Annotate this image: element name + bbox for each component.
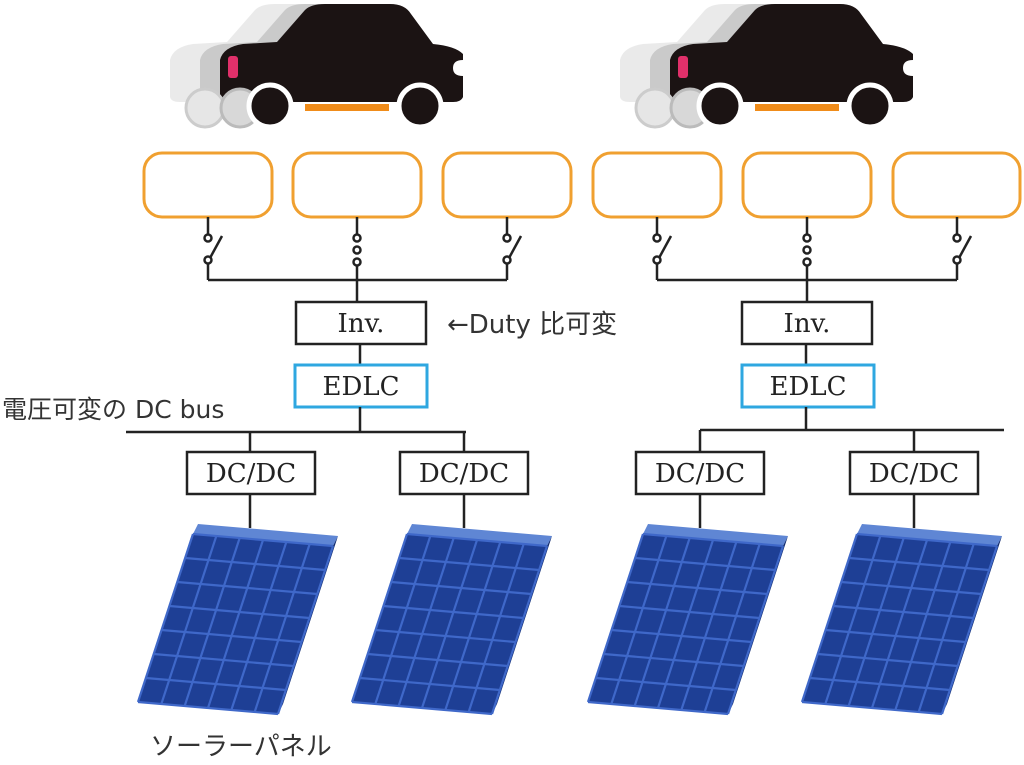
coil-r3: [891, 151, 1022, 219]
solar-panel-icon: [586, 524, 788, 716]
solar-panel-note: ソーラーパネル: [150, 732, 332, 762]
variable-dc-bus-note: 電圧可変の DC bus: [2, 395, 224, 424]
inverter-box-left: [294, 300, 428, 346]
inverter-box-right: [740, 300, 874, 346]
coil-l2: [291, 151, 423, 219]
duty-ratio-note: ←Duty 比可変: [447, 310, 617, 340]
coil-l3: [441, 151, 573, 219]
dcdc-label: DC/DC: [869, 459, 959, 489]
solar-panel-icon: [800, 524, 1002, 716]
car-icon: [170, 4, 463, 130]
coil-l1: [142, 151, 274, 219]
edlc-box-right: [740, 363, 876, 409]
edlc-label: EDLC: [323, 372, 400, 402]
solar-panel-icon: [136, 524, 338, 716]
edlc-label: EDLC: [770, 372, 847, 402]
inverter-label: Inv.: [338, 309, 385, 339]
dcdc-label: DC/DC: [206, 459, 296, 489]
system-left: Inv. EDLC DC/DC DC/DC: [126, 4, 573, 716]
dcdc-label: DC/DC: [655, 459, 745, 489]
dcdc-label: DC/DC: [419, 459, 509, 489]
switch-icon: [203, 217, 523, 302]
solar-panel-icon: [350, 524, 552, 716]
dcdc-box-l2: [398, 450, 530, 496]
inverter-label: Inv.: [784, 309, 831, 339]
coil-r1: [591, 151, 723, 219]
car-icon: [620, 4, 913, 130]
switch-icon: [652, 217, 973, 302]
system-right: Inv. EDLC DC/DC DC/DC: [586, 4, 1022, 716]
coil-r2: [741, 151, 873, 219]
dcdc-box-l1: [185, 450, 317, 496]
